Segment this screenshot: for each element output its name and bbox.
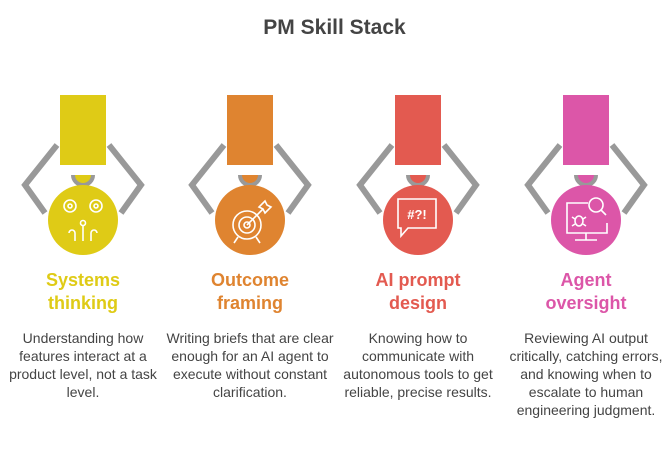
- claw-speech-bubble-icon: #?!: [356, 95, 480, 255]
- skill-heading: framing: [216, 293, 283, 313]
- skill-description: Knowing how to communicate with autonomo…: [343, 330, 493, 400]
- skill-description: Understanding how features interact at a…: [9, 330, 157, 400]
- claw-gears-circuit-icon: [21, 95, 145, 255]
- skill-heading: oversight: [545, 293, 627, 313]
- claw-target-arrow-icon: [188, 95, 312, 255]
- skill-description: Reviewing AI output critically, catching…: [509, 330, 663, 418]
- skill-heading: Outcome: [210, 270, 289, 290]
- skill-heading: thinking: [48, 293, 118, 313]
- skill-description: Writing briefs that are clear enough for…: [166, 330, 334, 400]
- svg-text:#?!: #?!: [407, 207, 427, 222]
- skill-heading: AI prompt: [375, 270, 461, 290]
- skill-heading: Systems: [45, 270, 121, 290]
- skill-heading: Agent: [560, 270, 612, 290]
- skill-heading: design: [388, 293, 447, 313]
- page-title: PM Skill Stack: [263, 16, 406, 39]
- claw-bug-search-monitor-icon: [524, 95, 648, 255]
